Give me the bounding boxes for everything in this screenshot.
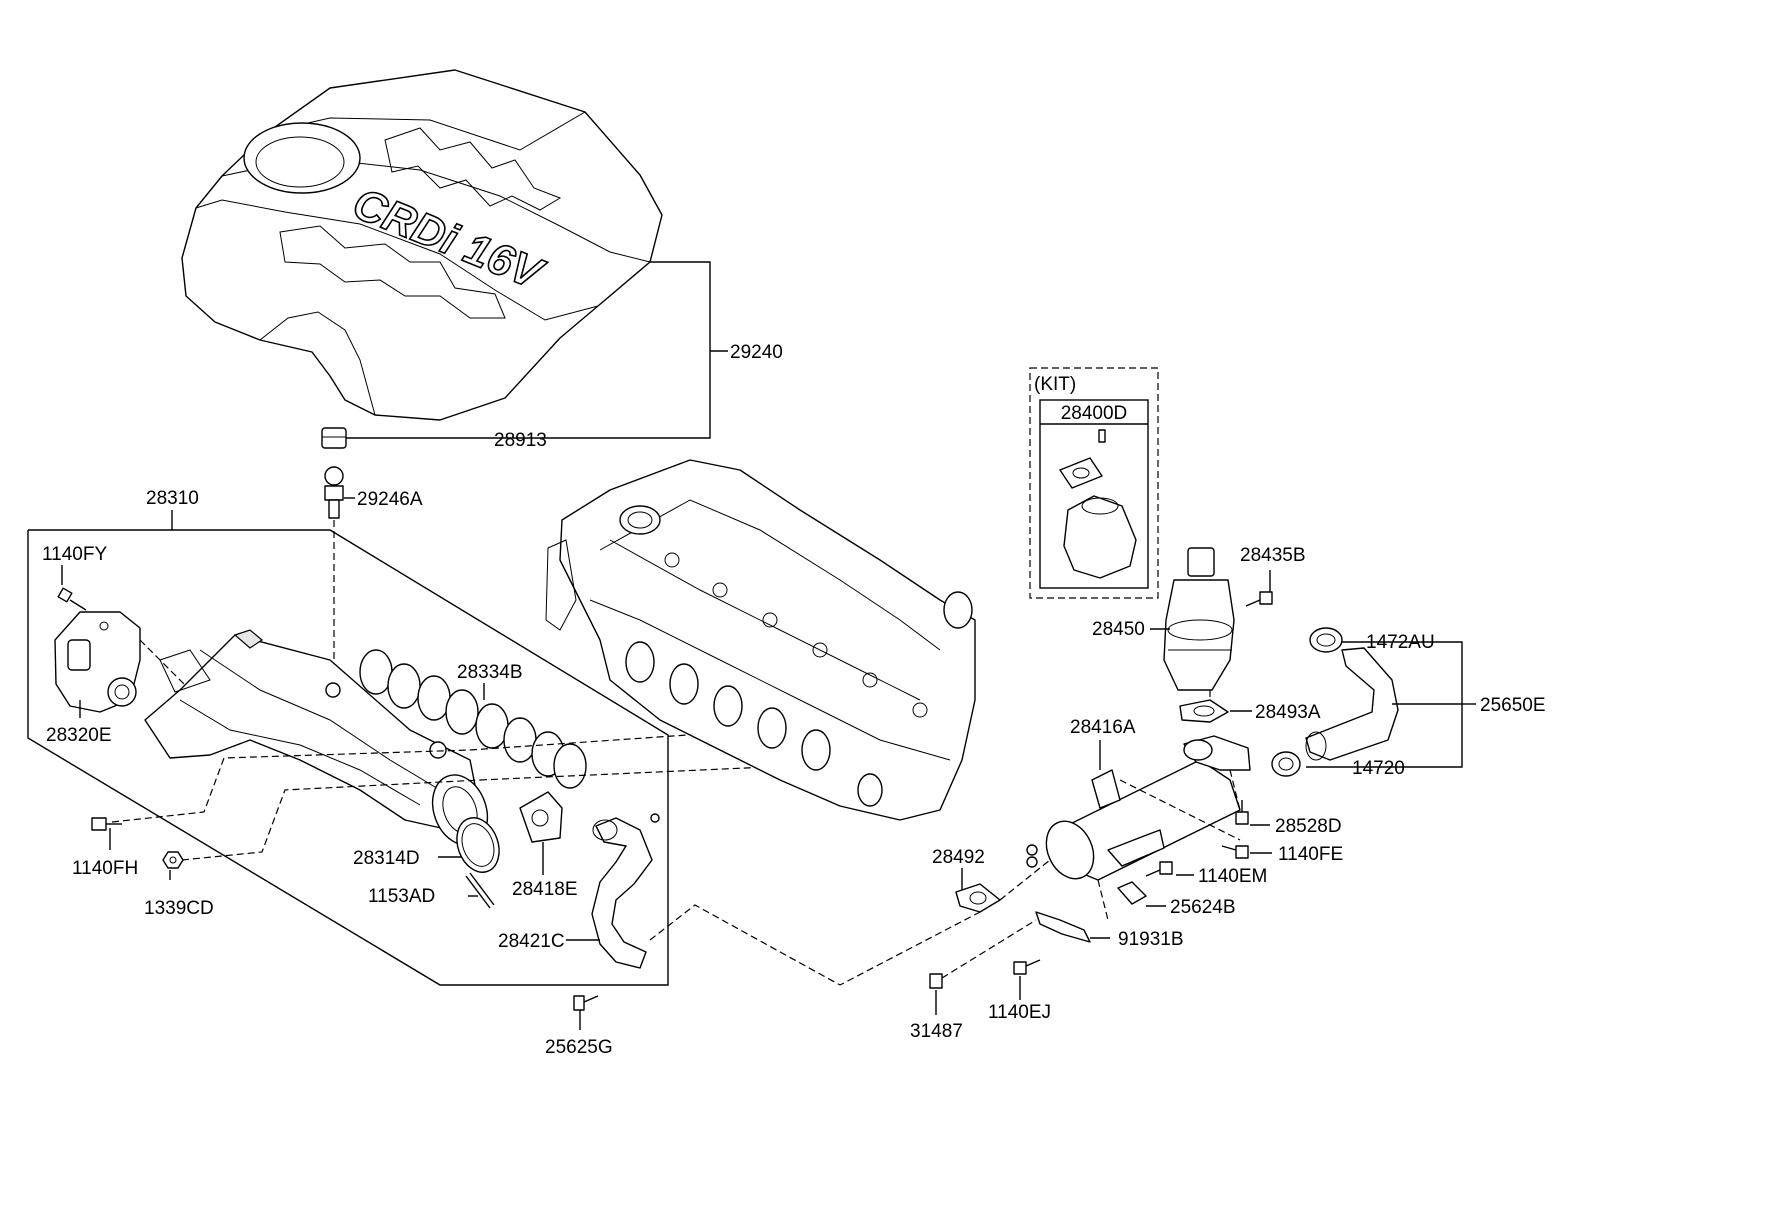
clamp-14720[interactable] xyxy=(1271,751,1301,777)
label-28450: 28450 xyxy=(1092,619,1145,640)
bolt-1140FH[interactable] xyxy=(91,817,122,831)
label-28492: 28492 xyxy=(932,847,985,868)
label-29246A: 29246A xyxy=(357,489,423,510)
label-31487: 31487 xyxy=(910,1021,963,1042)
label-25624B: 25624B xyxy=(1170,897,1236,918)
label-25650E: 25650E xyxy=(1480,695,1546,716)
label-1140EM: 1140EM xyxy=(1198,866,1267,887)
label-28320E: 28320E xyxy=(46,725,112,746)
throttle-body-28320E[interactable] xyxy=(54,611,141,713)
gasket-28492[interactable] xyxy=(955,883,1001,913)
gasket-28314D[interactable] xyxy=(450,812,507,878)
label-28913: 28913 xyxy=(494,430,547,451)
label-28314D: 28314D xyxy=(353,848,420,869)
label-1140EJ: 1140EJ xyxy=(988,1002,1051,1023)
egr-pipe-28421C[interactable] xyxy=(591,813,660,969)
label-28310: 28310 xyxy=(146,488,199,509)
bolt-28528D[interactable] xyxy=(1235,800,1249,825)
label-1140FY: 1140FY xyxy=(42,544,107,565)
grommet-28913[interactable] xyxy=(321,427,347,449)
egr-valve-28450[interactable] xyxy=(1163,547,1235,691)
egr-valve-kit-icon xyxy=(1059,429,1137,579)
bolt-25625G[interactable] xyxy=(573,995,599,1011)
engine-cover[interactable]: CRDi 16V xyxy=(181,69,663,421)
gasket-28493A[interactable] xyxy=(1179,699,1229,723)
label-28416A: 28416A xyxy=(1070,717,1136,738)
bolt-1140FE[interactable] xyxy=(1221,845,1249,859)
gasket-28334B[interactable] xyxy=(359,649,587,789)
label-91931B: 91931B xyxy=(1118,929,1184,950)
label-28421C: 28421C xyxy=(498,931,565,952)
egr-cooler-28416A[interactable] xyxy=(1026,735,1251,886)
bracket-91931B[interactable] xyxy=(1035,911,1091,943)
nut-1339CD[interactable] xyxy=(162,851,184,869)
kit-title: (KIT) xyxy=(1034,374,1076,395)
bolt-1140EM[interactable] xyxy=(1145,861,1173,877)
label-1140FE: 1140FE xyxy=(1278,844,1343,865)
clamp-1472AU[interactable] xyxy=(1309,627,1343,653)
stud-1153AD[interactable] xyxy=(465,872,495,909)
label-28418E: 28418E xyxy=(512,879,578,900)
hose-25650E[interactable] xyxy=(1305,647,1399,761)
label-14720: 14720 xyxy=(1352,758,1405,779)
label-28334B: 28334B xyxy=(457,662,523,683)
label-1140FH: 1140FH xyxy=(72,858,138,879)
bolt-1140FY[interactable] xyxy=(57,587,87,611)
label-1472AU: 1472AU xyxy=(1366,632,1435,653)
label-25625G: 25625G xyxy=(545,1037,613,1058)
intake-manifold-28310[interactable] xyxy=(144,629,497,853)
kit-part-label: 28400D xyxy=(1061,403,1128,424)
bolt-1140EJ[interactable] xyxy=(1013,959,1041,975)
label-28435B: 28435B xyxy=(1240,545,1306,566)
label-28528D: 28528D xyxy=(1275,816,1342,837)
label-1153AD: 1153AD xyxy=(368,886,435,907)
cylinder-head[interactable] xyxy=(545,459,976,821)
gasket-28418E[interactable] xyxy=(519,791,563,843)
kit-box: (KIT) 28400D xyxy=(1029,367,1159,599)
bolt-28435B[interactable] xyxy=(1245,591,1273,607)
clip-31487[interactable] xyxy=(929,973,943,989)
label-28493A: 28493A xyxy=(1255,702,1321,723)
stud-29246A[interactable] xyxy=(324,466,344,519)
label-29240: 29240 xyxy=(730,342,783,363)
label-1339CD: 1339CD xyxy=(144,898,214,919)
clip-25624B[interactable] xyxy=(1117,881,1147,905)
